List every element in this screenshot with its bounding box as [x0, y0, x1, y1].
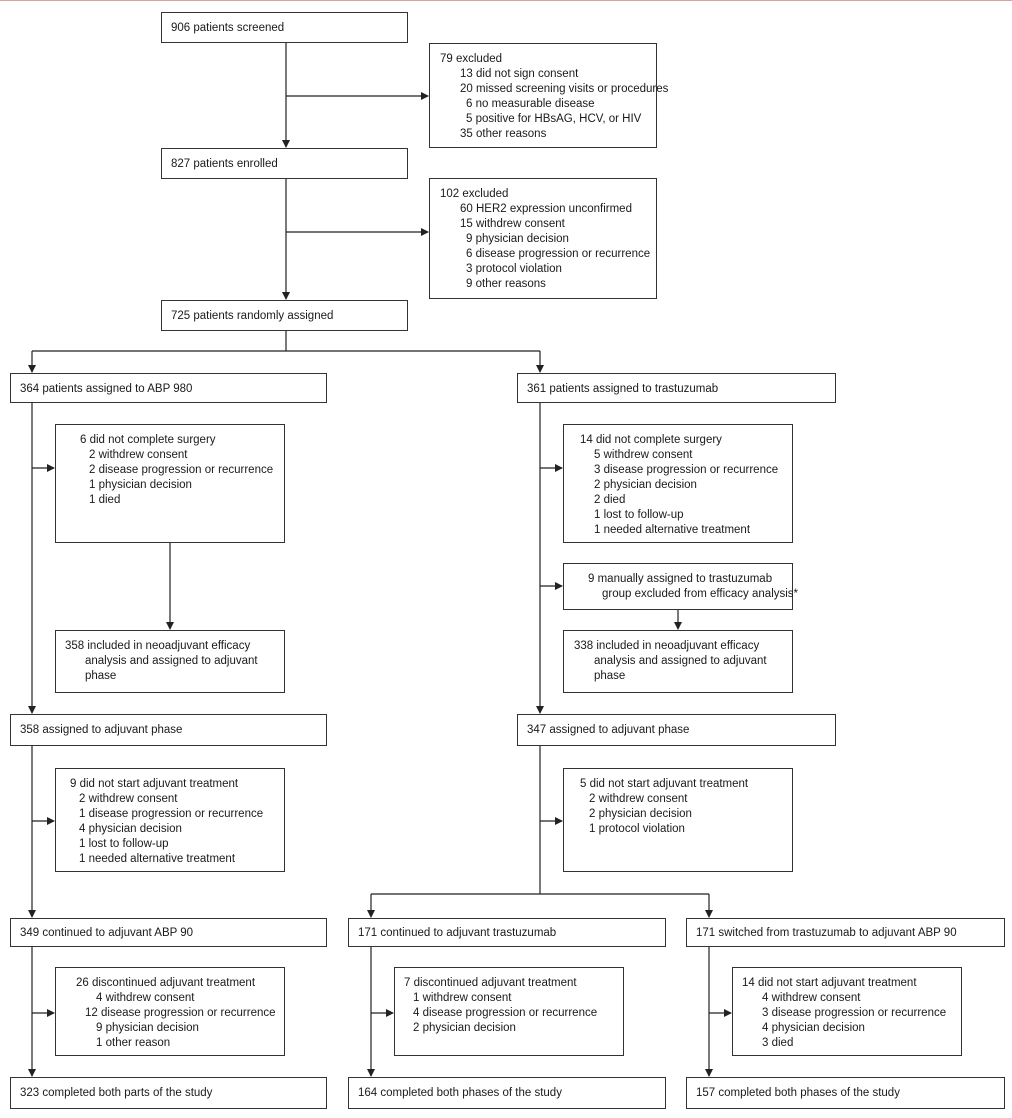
tras-completed-box: 164 completed both phases of the study — [348, 1077, 666, 1109]
abp-completed-box: 323 completed both parts of the study — [10, 1077, 327, 1109]
trastuzumab-arm-box: 361 patients assigned to trastuzumab — [517, 373, 836, 403]
abp-nostart-item: 2 withdrew consent — [79, 793, 178, 805]
abp-disc-item: 1 other reason — [96, 1037, 171, 1049]
abp-disc-title: 26 discontinued adjuvant treatment — [76, 977, 256, 989]
tras-nostart-item: 2 withdrew consent — [589, 793, 688, 805]
abp-nostart-box: 9 did not start adjuvant treatment 2 wit… — [55, 768, 285, 872]
screened-label: 906 patients screened — [171, 22, 285, 34]
excluded-1-title: 79 excluded — [440, 53, 503, 65]
tras-manual-line: group excluded from efficacy analysis* — [602, 588, 799, 600]
abp-nostart-title: 9 did not start adjuvant treatment — [70, 778, 239, 790]
excluded-2-item: 6 disease progression or recurrence — [466, 248, 651, 260]
screened-box: 906 patients screened — [161, 12, 408, 43]
tras-nosurgery-item: 1 lost to follow-up — [594, 509, 684, 521]
abp-nostart-item: 1 needed alternative treatment — [79, 853, 236, 865]
abp-continue-label: 349 continued to adjuvant ABP 90 — [20, 927, 194, 939]
abp-adjuvant-label: 358 assigned to adjuvant phase — [20, 724, 183, 736]
excluded-2-item: 3 protocol violation — [466, 263, 562, 275]
excluded-1-item: 35 other reasons — [460, 128, 547, 140]
tras-manual-box: 9 manually assigned to trastuzumab group… — [563, 563, 799, 610]
excluded-1-item: 20 missed screening visits or procedures — [460, 83, 669, 95]
tras-nosurgery-item: 2 physician decision — [594, 479, 697, 491]
abp-arm-label: 364 patients assigned to ABP 980 — [20, 383, 193, 395]
abp-nostart-item: 4 physician decision — [79, 823, 182, 835]
tras-disc-title: 7 discontinued adjuvant treatment — [404, 977, 577, 989]
switch-box: 171 switched from trastuzumab to adjuvan… — [686, 918, 1005, 947]
tras-completed-label: 164 completed both phases of the study — [358, 1087, 562, 1099]
tras-discontinued-box: 7 discontinued adjuvant treatment 1 with… — [394, 967, 624, 1056]
tras-neo-line: analysis and assigned to adjuvant — [594, 655, 767, 667]
excluded-1-box: 79 excluded 13 did not sign consent 20 m… — [429, 43, 669, 148]
abp-nosurgery-box: 6 did not complete surgery 2 withdrew co… — [55, 424, 285, 543]
tras-nostart-title: 5 did not start adjuvant treatment — [580, 778, 749, 790]
switch-nostart-item: 4 withdrew consent — [762, 992, 861, 1004]
top-border-line — [0, 0, 1012, 1]
excluded-2-item: 9 other reasons — [466, 278, 546, 290]
tras-nostart-item: 1 protocol violation — [589, 823, 685, 835]
tras-nostart-item: 2 physician decision — [589, 808, 692, 820]
trastuzumab-arm-label: 361 patients assigned to trastuzumab — [527, 383, 719, 395]
excluded-2-box: 102 excluded 60 HER2 expression unconfir… — [429, 178, 657, 299]
tras-nosurgery-item: 1 needed alternative treatment — [594, 524, 751, 536]
switch-nostart-box: 14 did not start adjuvant treatment 4 wi… — [732, 967, 962, 1056]
tras-adjuvant-label: 347 assigned to adjuvant phase — [527, 724, 690, 736]
abp-neo-line: analysis and assigned to adjuvant — [85, 655, 258, 667]
abp-nosurgery-title: 6 did not complete surgery — [80, 434, 216, 446]
tras-nosurgery-box: 14 did not complete surgery 5 withdrew c… — [563, 424, 793, 543]
enrolled-box: 827 patients enrolled — [161, 148, 408, 179]
abp-completed-label: 323 completed both parts of the study — [20, 1087, 213, 1099]
tras-disc-item: 1 withdrew consent — [413, 992, 512, 1004]
excluded-1-item: 13 did not sign consent — [460, 68, 579, 80]
abp-disc-item: 9 physician decision — [96, 1022, 199, 1034]
switch-label: 171 switched from trastuzumab to adjuvan… — [696, 927, 957, 939]
randomized-label: 725 patients randomly assigned — [171, 310, 334, 322]
switch-nostart-title: 14 did not start adjuvant treatment — [742, 977, 917, 989]
excluded-2-title: 102 excluded — [440, 188, 509, 200]
excluded-1-item: 6 no measurable disease — [466, 98, 595, 110]
tras-nosurgery-item: 3 disease progression or recurrence — [594, 464, 779, 476]
tras-neo-line: phase — [594, 670, 626, 682]
excluded-2-item: 15 withdrew consent — [460, 218, 565, 230]
tras-adjuvant-box: 347 assigned to adjuvant phase — [517, 714, 836, 746]
abp-disc-item: 12 disease progression or recurrence — [85, 1007, 276, 1019]
excluded-1-item: 5 positive for HBsAG, HCV, or HIV — [466, 113, 642, 125]
tras-nosurgery-item: 5 withdrew consent — [594, 449, 693, 461]
tras-nosurgery-item: 2 died — [594, 494, 626, 506]
abp-nosurgery-item: 1 died — [89, 494, 121, 506]
abp-neoadjuvant-box: 358 included in neoadjuvant efficacy ana… — [55, 630, 285, 693]
tras-neoadjuvant-box: 338 included in neoadjuvant efficacy ana… — [563, 630, 793, 693]
abp-neo-line: 358 included in neoadjuvant efficacy — [65, 640, 251, 652]
tras-manual-line: 9 manually assigned to trastuzumab — [588, 573, 773, 585]
enrolled-label: 827 patients enrolled — [171, 158, 278, 170]
abp-arm-box: 364 patients assigned to ABP 980 — [10, 373, 327, 403]
randomized-box: 725 patients randomly assigned — [161, 300, 408, 331]
abp-discontinued-box: 26 discontinued adjuvant treatment 4 wit… — [55, 967, 285, 1056]
tras-neo-line: 338 included in neoadjuvant efficacy — [574, 640, 760, 652]
excluded-2-item: 9 physician decision — [466, 233, 569, 245]
abp-nostart-item: 1 disease progression or recurrence — [79, 808, 264, 820]
abp-nosurgery-item: 2 disease progression or recurrence — [89, 464, 274, 476]
abp-adjuvant-box: 358 assigned to adjuvant phase — [10, 714, 327, 746]
switch-nostart-item: 3 died — [762, 1037, 794, 1049]
tras-continue-label: 171 continued to adjuvant trastuzumab — [358, 927, 557, 939]
tras-disc-item: 4 disease progression or recurrence — [413, 1007, 598, 1019]
switch-completed-box: 157 completed both phases of the study — [686, 1077, 1005, 1109]
abp-continue-box: 349 continued to adjuvant ABP 90 — [10, 918, 327, 947]
switch-nostart-item: 4 physician decision — [762, 1022, 865, 1034]
abp-nostart-item: 1 lost to follow-up — [79, 838, 169, 850]
excluded-2-item: 60 HER2 expression unconfirmed — [460, 203, 632, 215]
abp-nosurgery-item: 2 withdrew consent — [89, 449, 188, 461]
tras-nosurgery-title: 14 did not complete surgery — [580, 434, 722, 446]
switch-completed-label: 157 completed both phases of the study — [696, 1087, 900, 1099]
switch-nostart-item: 3 disease progression or recurrence — [762, 1007, 947, 1019]
abp-neo-line: phase — [85, 670, 117, 682]
tras-nostart-box: 5 did not start adjuvant treatment 2 wit… — [563, 768, 793, 872]
tras-continue-box: 171 continued to adjuvant trastuzumab — [348, 918, 666, 947]
abp-nosurgery-item: 1 physician decision — [89, 479, 192, 491]
tras-disc-item: 2 physician decision — [413, 1022, 516, 1034]
abp-disc-item: 4 withdrew consent — [96, 992, 195, 1004]
